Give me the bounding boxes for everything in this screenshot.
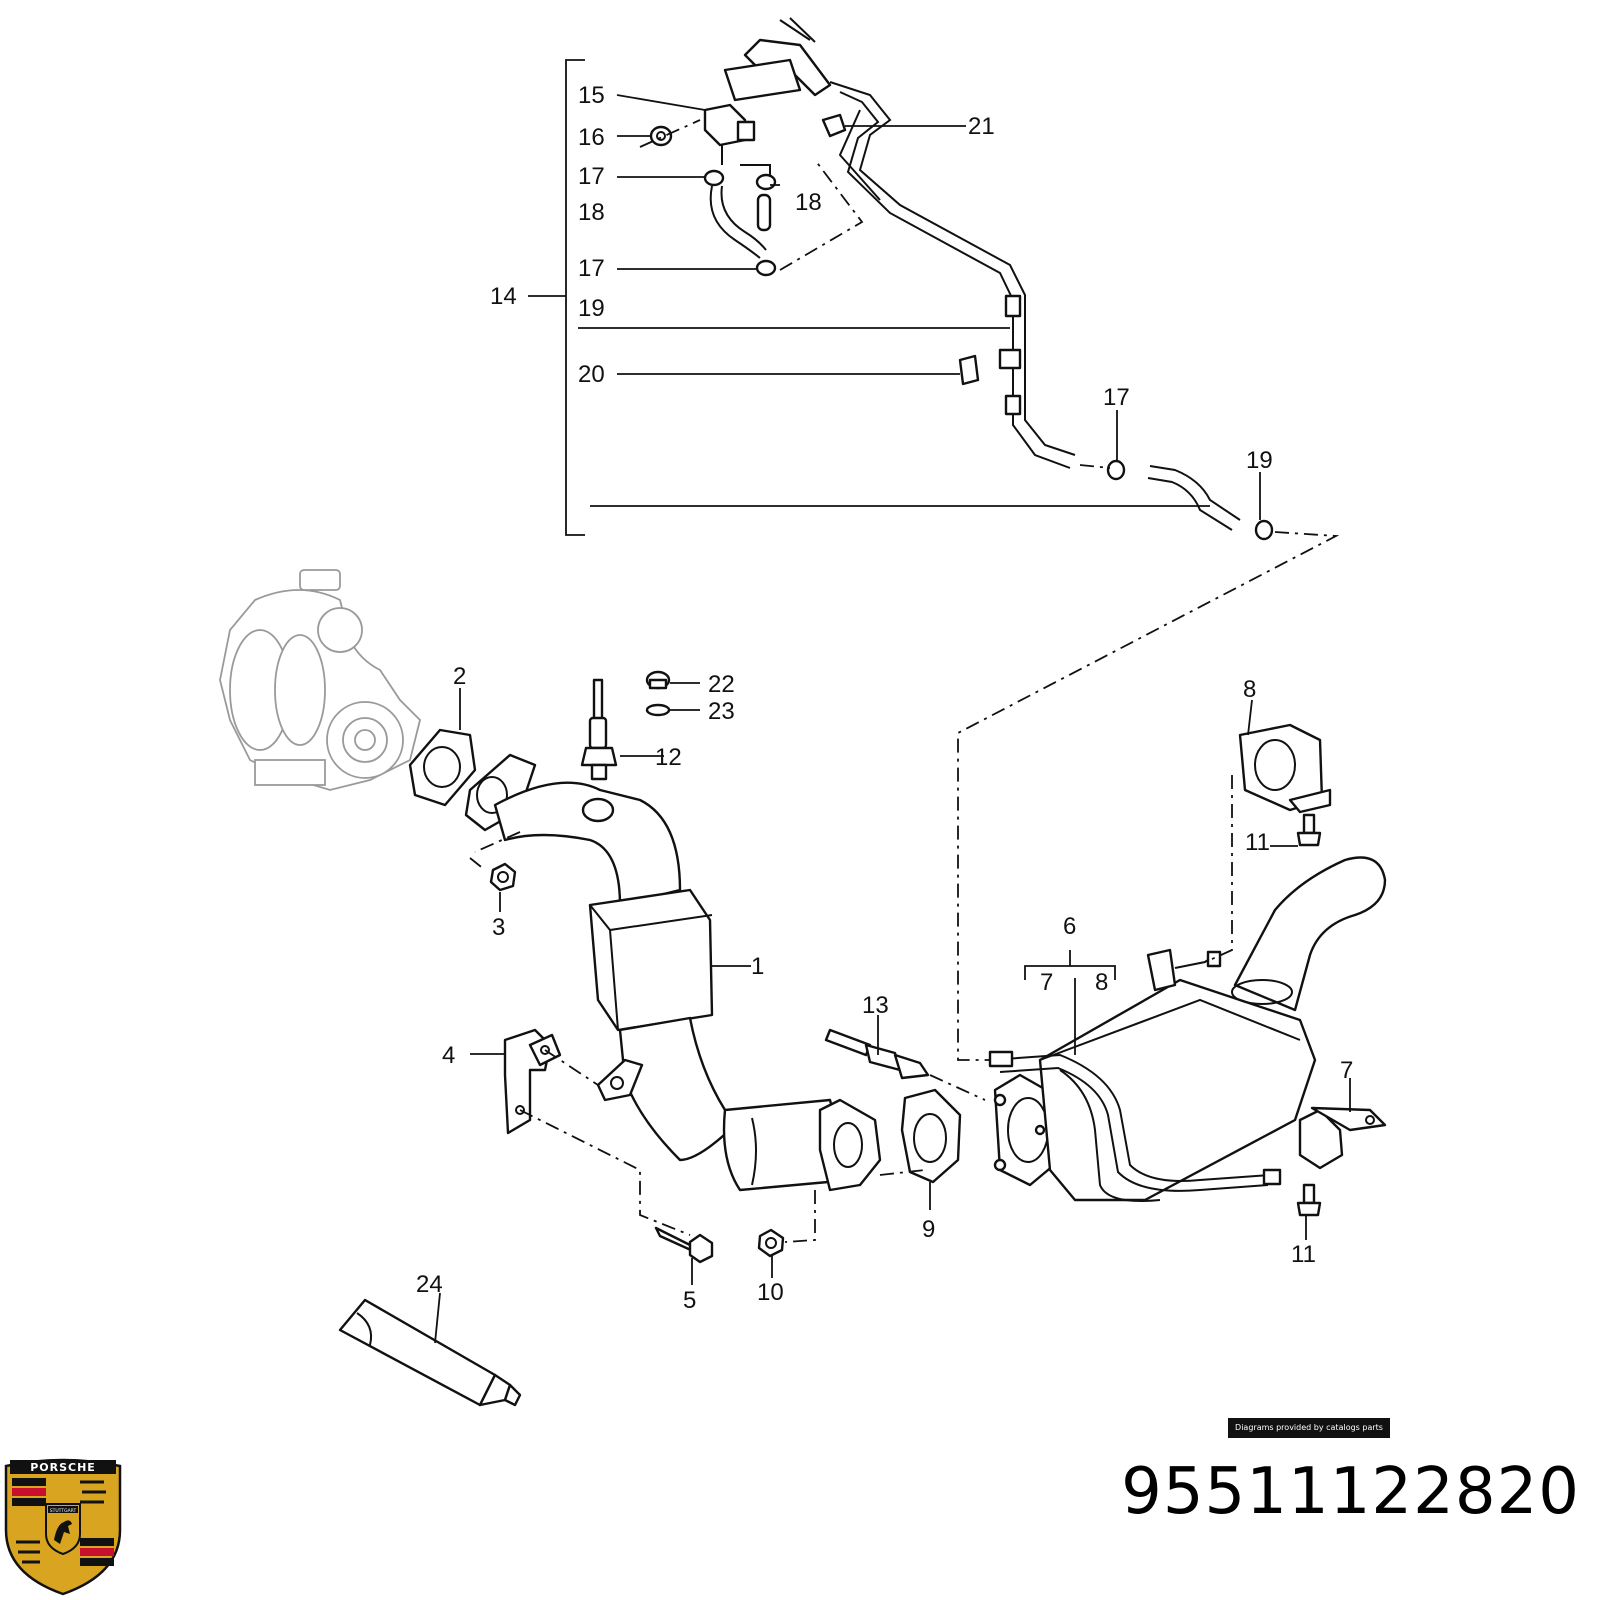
callout-10: 10 [757,1279,784,1306]
callout-21: 21 [968,113,995,140]
group-14-bracket [528,59,1210,536]
callout-7: 7 [1340,1057,1353,1084]
callout-11: 11 [1291,1241,1316,1268]
callout-18: 18 [795,189,822,216]
svg-text:PORSCHE: PORSCHE [30,1461,96,1474]
callout-13: 13 [862,992,889,1019]
callout-12: 12 [655,744,682,771]
callout-24: 24 [416,1271,443,1298]
callout-9: 9 [922,1216,935,1243]
callout-11: 11 [1245,829,1270,856]
callout-16: 16 [578,124,605,151]
callout-23: 23 [708,698,735,725]
callout-2: 2 [453,663,466,690]
leader-lines [434,94,1351,1344]
particulate-filter [988,723,1387,1217]
callout-3: 3 [492,914,505,941]
callout-7: 7 [1040,969,1053,996]
callout-17: 17 [1103,384,1130,411]
callout-5: 5 [683,1287,696,1314]
callout-4: 4 [442,1042,455,1069]
turbocharger [219,569,421,791]
callout-15: 15 [578,82,605,109]
callout-22: 22 [708,671,735,698]
porsche-crest-logo: PORSCHE STUTTGART [4,1458,122,1596]
callout-18: 18 [578,199,605,226]
callout-19: 19 [1246,447,1273,474]
catalytic-converter [408,728,882,1192]
callout-8: 8 [1243,676,1256,703]
callout-19: 19 [578,295,605,322]
callout-8: 8 [1095,969,1108,996]
callout-6: 6 [1063,913,1076,940]
callout-17: 17 [578,163,605,190]
callout-17: 17 [578,255,605,282]
diagram-credit: Diagrams provided by catalogs parts [1228,1418,1390,1438]
callout-1: 1 [751,953,764,980]
small-parts [338,670,986,1407]
callout-20: 20 [578,361,605,388]
part-number: 95511122820 [1121,1455,1580,1529]
svg-text:STUTTGART: STUTTGART [50,1508,77,1514]
callout-labels: 15 16 17 18 18 17 21 14 19 20 17 19 2 22… [416,82,1353,1314]
callout-14: 14 [490,283,517,310]
pressure-sensor-assembly [639,17,1340,1061]
